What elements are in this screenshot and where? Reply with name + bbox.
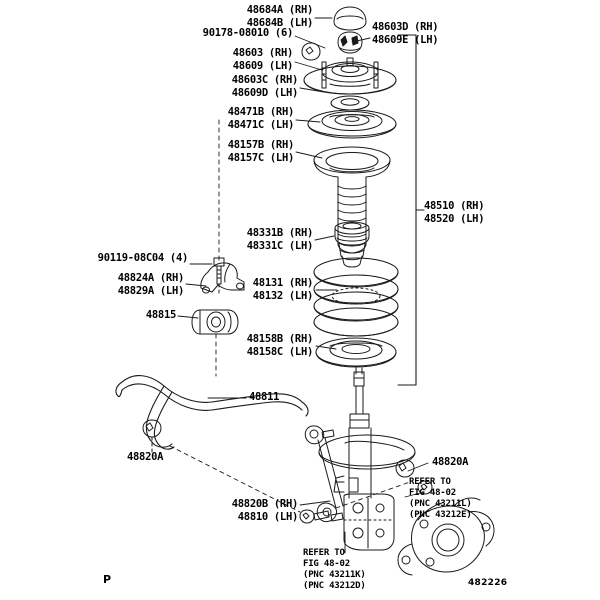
label-48603: 48603 (RH) 48609 (LH) <box>232 47 294 72</box>
part-48684-cap <box>333 6 367 31</box>
label-90178: 90178-08010 (6) <box>202 27 294 39</box>
label-48131: 48131 (RH) 48132 (LH) <box>252 277 314 302</box>
label-48157: 48157B (RH) 48157C (LH) <box>227 139 295 164</box>
part-48131-coil-spring <box>313 257 399 337</box>
part-48824a-bracket <box>200 262 245 294</box>
label-48820b: 48820B (RH) 48810 (LH) <box>231 498 299 523</box>
page-marker: P <box>103 573 112 586</box>
part-48603d-nut <box>337 31 363 54</box>
label-48824: 48824A (RH) 48829A (LH) <box>117 272 185 297</box>
part-90178-nut <box>301 42 321 61</box>
part-48820b-stabilizer-link <box>304 425 344 523</box>
label-48815: 48815 <box>145 309 176 321</box>
part-48815-bushing <box>191 309 239 335</box>
label-48811: 48811 <box>249 391 280 403</box>
label-48684: 48684A (RH) 48684B (LH) <box>246 4 314 29</box>
part-48331-bumpstop <box>334 221 370 268</box>
assembly-bracket <box>397 34 425 386</box>
part-48510-strut-assembly <box>318 367 416 551</box>
part-48471-seat <box>307 109 397 139</box>
refer-block-right: REFER TO FIG 48-02 (PNC 43211L) (PNC 432… <box>409 477 472 520</box>
part-48820a-left-nut <box>142 419 162 453</box>
label-48820a-left: 48820A <box>127 451 164 463</box>
part-48158-insulator <box>315 337 397 368</box>
label-48603c: 48603C (RH) 48609D (LH) <box>231 74 299 99</box>
label-48603d: 48603D (RH) 48609E (LH) <box>372 21 439 46</box>
part-steering-knuckle <box>397 497 495 576</box>
part-48603c-washer <box>330 95 370 111</box>
label-48510: 48510 (RH) 48520 (LH) <box>424 200 485 225</box>
leader-lines <box>177 17 429 554</box>
label-48471: 48471B (RH) 48471C (LH) <box>227 106 295 131</box>
part-knuckle-bolt <box>417 480 433 495</box>
part-48820a-right-nut <box>395 459 415 478</box>
part-90119-bolt <box>213 257 225 297</box>
dashed-reference-lines <box>169 119 411 553</box>
label-90119: 90119-08C04 (4) <box>97 252 189 264</box>
label-48158: 48158B (RH) 48158C (LH) <box>246 333 314 358</box>
refer-block-bottom: REFER TO FIG 48-02 (PNC 43211K) (PNC 432… <box>303 548 366 591</box>
part-48811-stabilizer-bar <box>115 375 309 450</box>
part-48603-support <box>303 57 397 95</box>
label-48331: 48331B (RH) 48331C (LH) <box>246 227 314 252</box>
part-link-bolt <box>299 509 330 524</box>
figure-code: 482226 <box>468 578 508 588</box>
label-48820a-right: 48820A <box>432 456 469 468</box>
part-48157-boot <box>313 146 391 254</box>
